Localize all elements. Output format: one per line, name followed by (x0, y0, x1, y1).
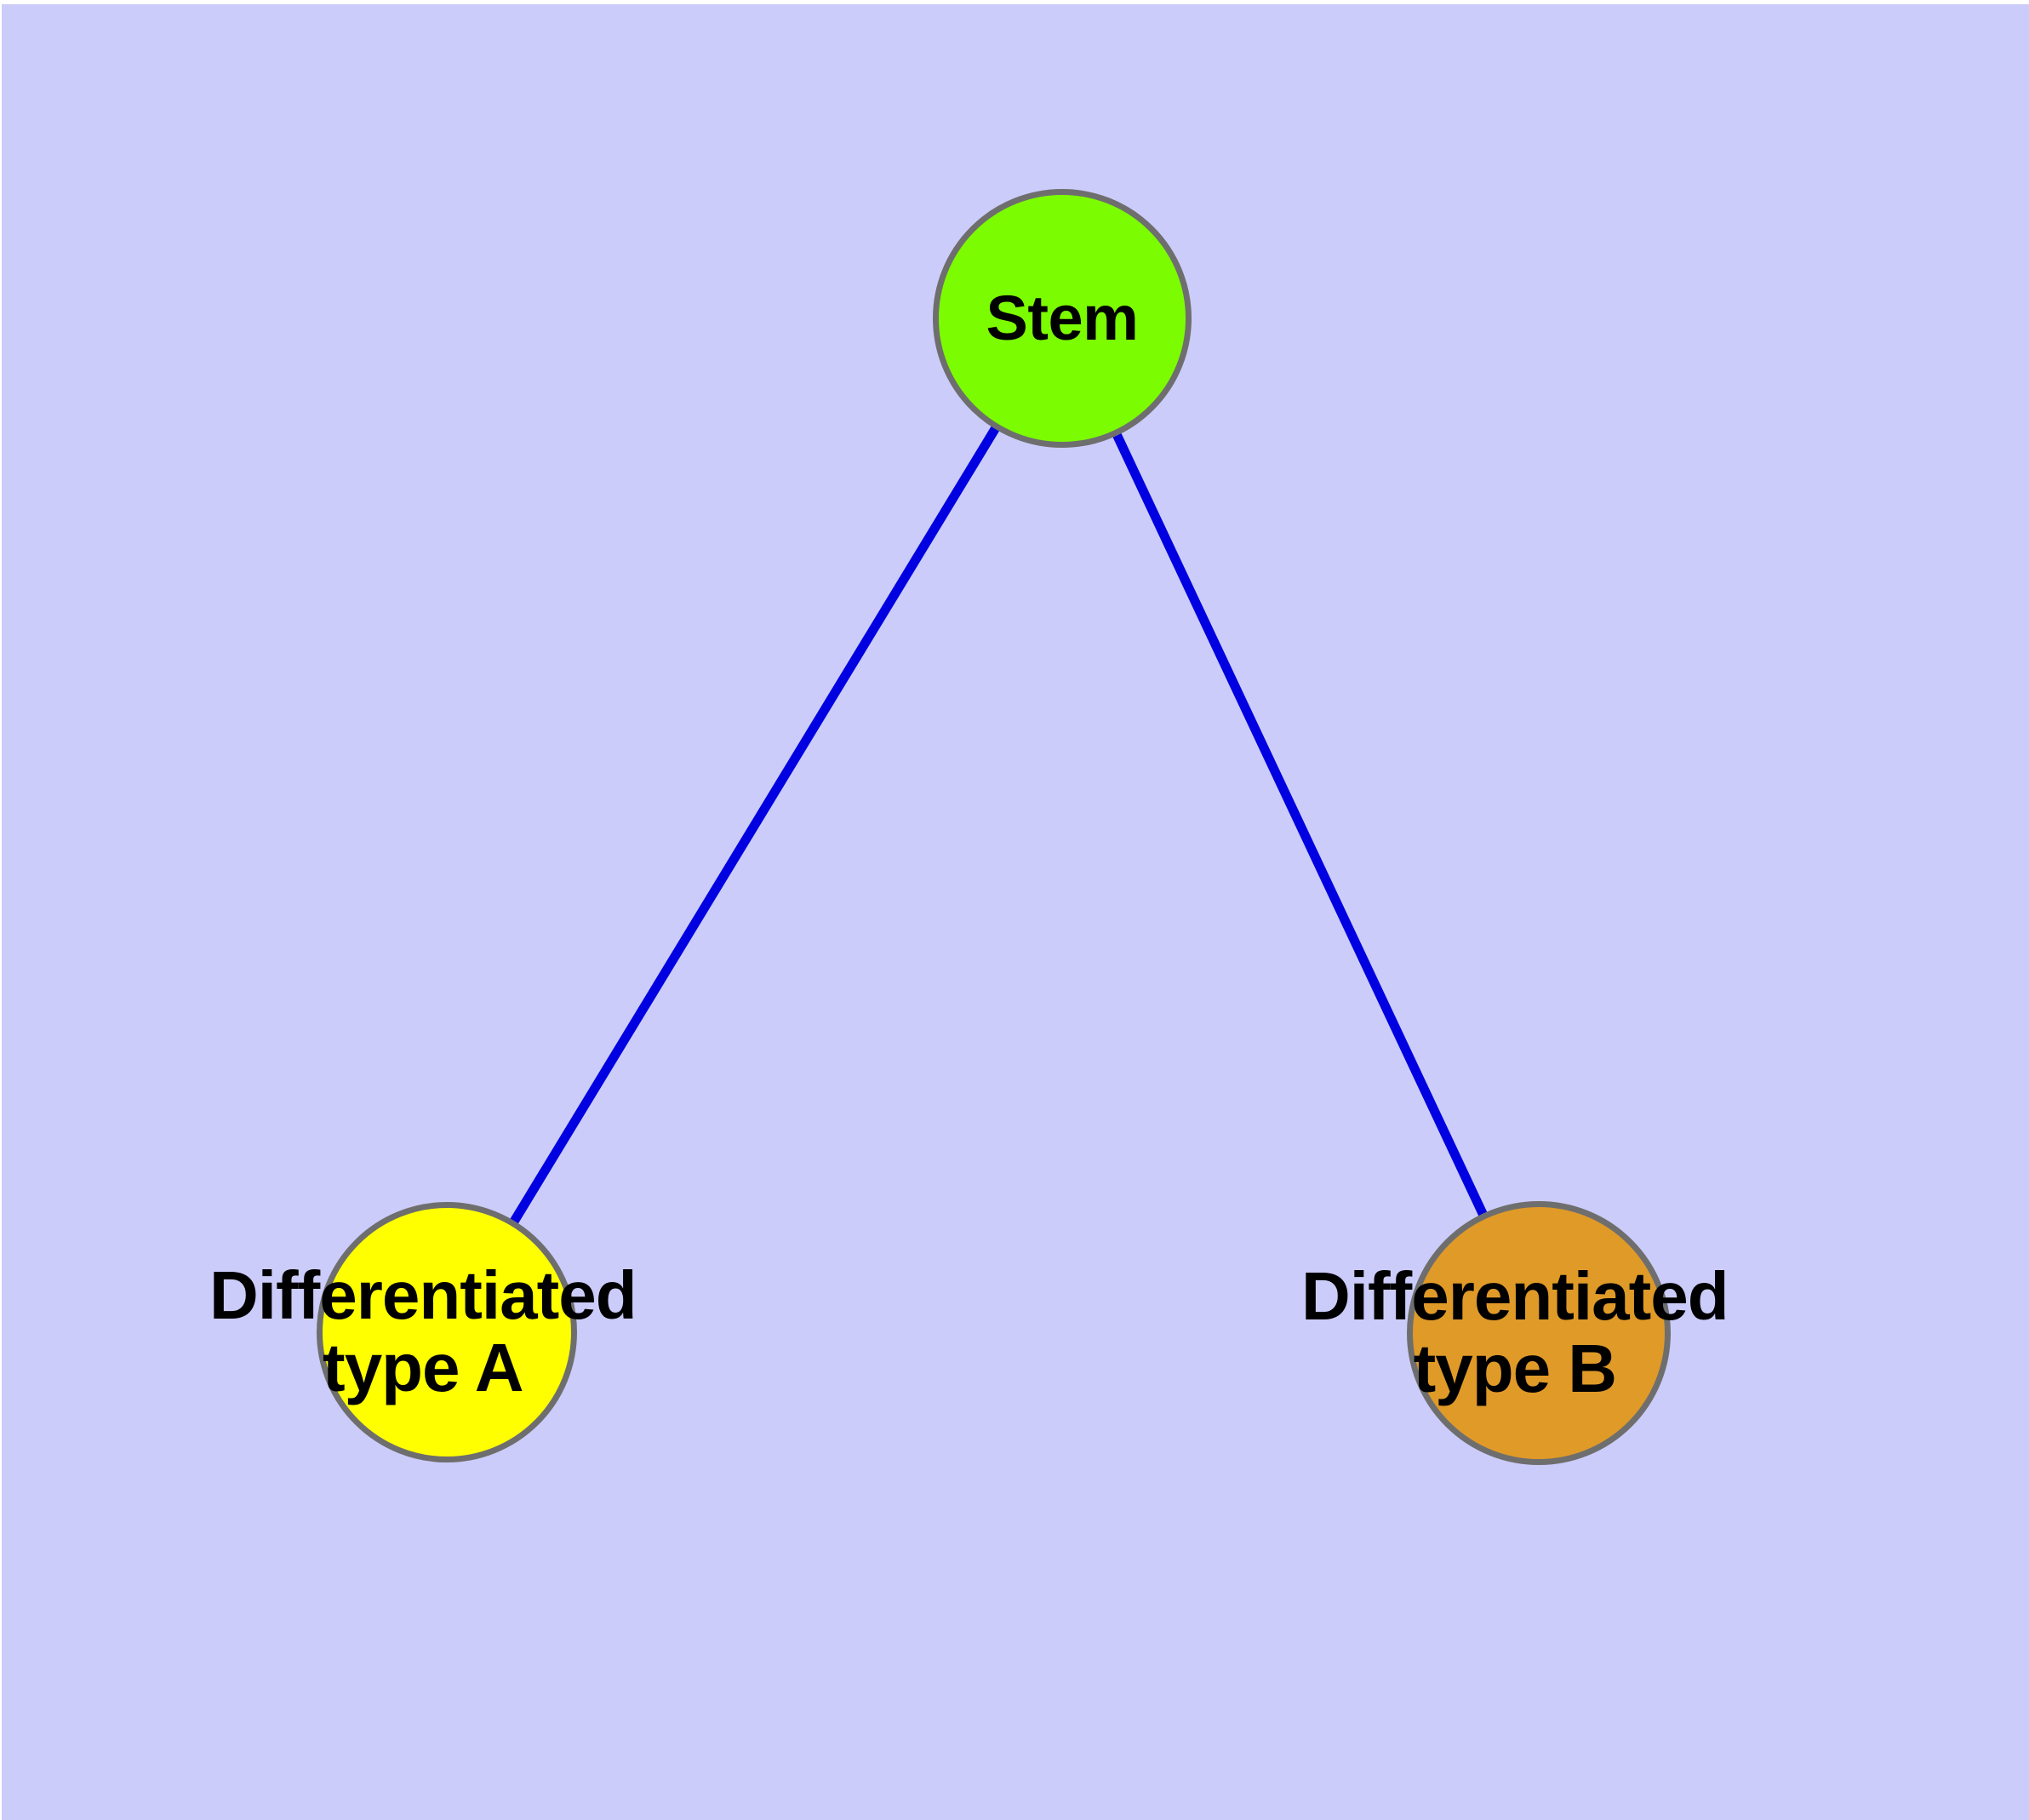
edge-layer (508, 423, 1489, 1227)
graph-node-diff_b[interactable] (1407, 1201, 1671, 1465)
graph-node-diff_a[interactable] (317, 1202, 577, 1462)
graph-edge (508, 423, 1001, 1227)
graph-edge (1111, 430, 1489, 1219)
node-layer (317, 189, 1671, 1465)
graph-node-stem[interactable] (933, 189, 1192, 448)
